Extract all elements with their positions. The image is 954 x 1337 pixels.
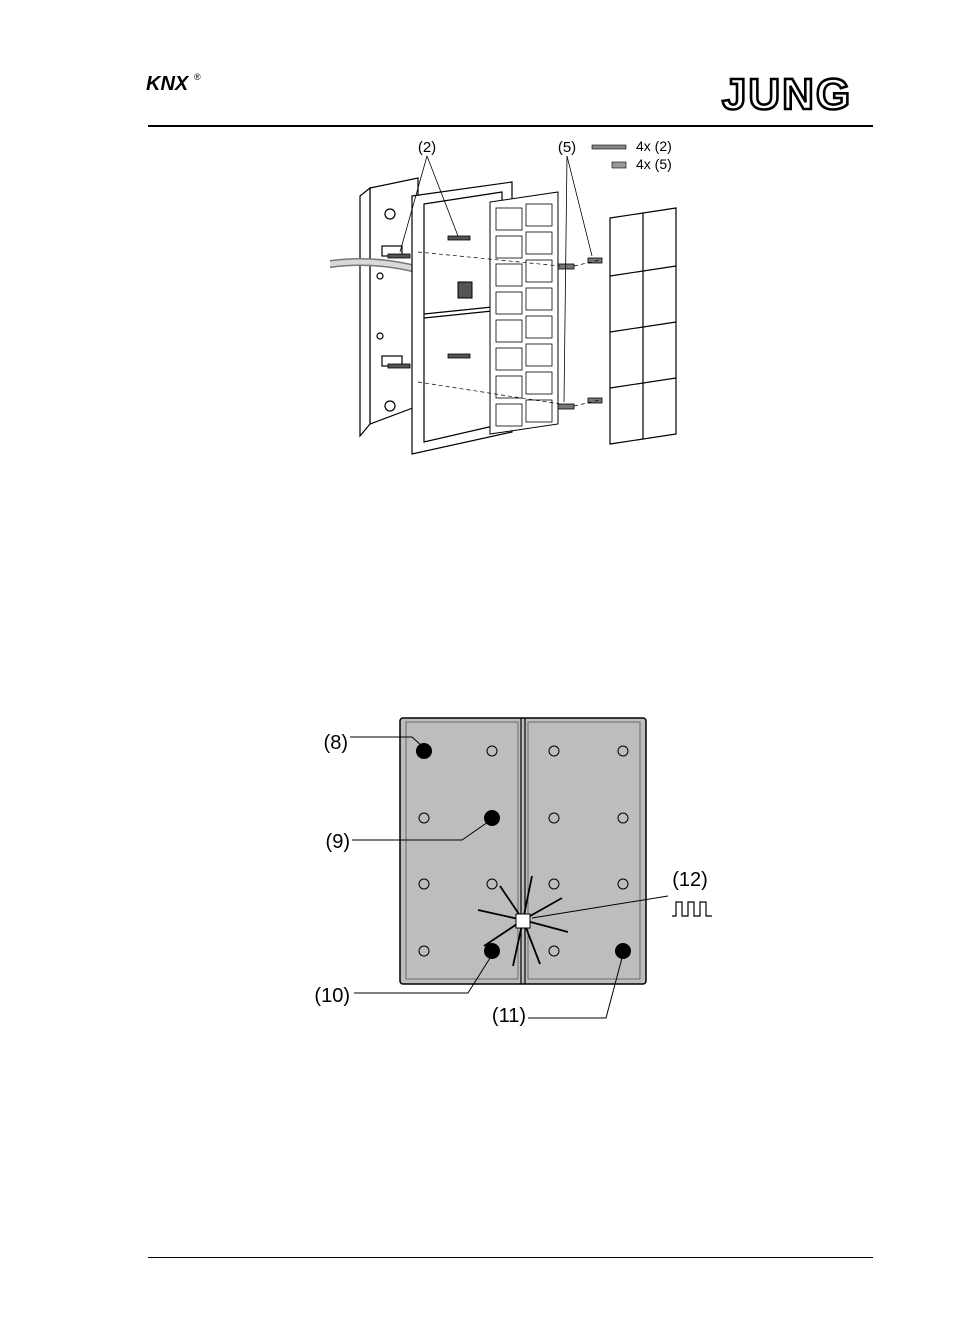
label-9: (9)	[326, 831, 350, 853]
label-fastening-screws: (5)	[558, 139, 576, 156]
pulse-signal-icon	[672, 901, 712, 917]
footer-rule	[148, 1257, 873, 1258]
button-panel-figure: (8) (9) (10) (11) (12)	[314, 717, 712, 1027]
label-8: (8)	[324, 732, 348, 754]
legend-screws-2: 4x (2)	[636, 138, 672, 154]
label-11: (11)	[492, 1005, 526, 1027]
label-10: (10)	[314, 985, 350, 1007]
active-led	[416, 743, 631, 959]
rocker-cover	[609, 207, 677, 445]
frame-screw	[387, 235, 471, 369]
label-12: (12)	[672, 869, 708, 891]
knx-logo-text: KNX	[146, 73, 190, 95]
push-button-module	[489, 191, 559, 435]
assembly-figure: (2) (5) 4x (2) 4x (5)	[330, 138, 677, 455]
legend-screws-5: 4x (5)	[636, 156, 672, 172]
knx-logo: KNX ®	[146, 72, 201, 95]
knx-registered-mark: ®	[194, 72, 201, 82]
mounting-box	[359, 177, 419, 438]
label-frame-screws: (2)	[418, 139, 436, 156]
header-rule	[148, 125, 873, 127]
brightness-sensor	[477, 875, 569, 967]
jung-logo-text: JUNG	[722, 70, 852, 114]
screw-legend: 4x (2) 4x (5)	[591, 138, 672, 172]
jung-logo: JUNG	[721, 70, 852, 114]
status-led	[418, 745, 629, 957]
bus-connector	[457, 281, 473, 299]
